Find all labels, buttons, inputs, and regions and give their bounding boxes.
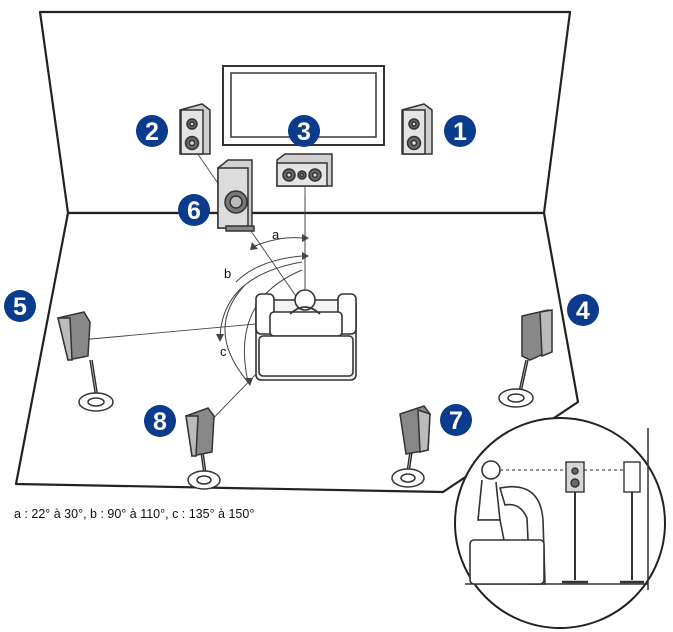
speaker-number-1: 1 <box>453 118 467 146</box>
speaker-badge-2: 2 <box>136 115 168 147</box>
speaker-badge-3: 3 <box>288 115 320 147</box>
speaker-number-3: 3 <box>297 118 311 146</box>
speaker-surround-left <box>57 311 114 412</box>
inset-listener <box>469 460 546 585</box>
speaker-center <box>276 153 333 187</box>
height-inset <box>454 417 666 629</box>
speaker-front-right <box>401 103 433 155</box>
speaker-badge-7: 7 <box>440 404 472 436</box>
speaker-subwoofer <box>217 159 255 232</box>
speaker-surround-right <box>498 309 553 408</box>
angle-caption: a : 22° à 30°, b : 90° à 110°, c : 135° … <box>14 507 255 521</box>
speaker-number-5: 5 <box>13 293 27 321</box>
speaker-badge-4: 4 <box>567 294 599 326</box>
sofa <box>255 289 357 381</box>
angle-label-a: a <box>272 227 280 242</box>
speaker-surround-back-right <box>391 405 431 488</box>
speaker-number-4: 4 <box>576 297 590 325</box>
speaker-number-8: 8 <box>153 408 167 436</box>
angle-arcs <box>219 237 303 383</box>
angle-label-c: c <box>220 344 227 359</box>
speaker-number-6: 6 <box>187 197 201 225</box>
inset-speaker-side <box>620 461 644 584</box>
speaker-badge-1: 1 <box>444 115 476 147</box>
speaker-number-7: 7 <box>449 407 463 435</box>
speaker-badge-5: 5 <box>4 290 36 322</box>
speaker-surround-back-left <box>185 407 221 490</box>
angle-label-b: b <box>224 266 231 281</box>
speaker-badge-8: 8 <box>144 405 176 437</box>
speaker-number-2: 2 <box>145 118 159 146</box>
listener-head <box>294 289 316 311</box>
inset-speaker-front <box>562 461 588 584</box>
arc-arrowheads <box>216 234 309 386</box>
speaker-badge-6: 6 <box>178 194 210 226</box>
speaker-front-left <box>179 103 211 155</box>
